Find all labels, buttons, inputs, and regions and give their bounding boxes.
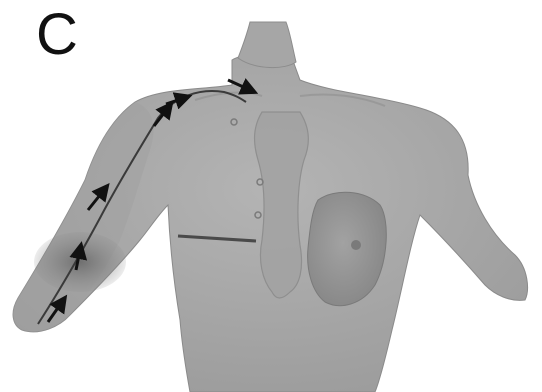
- neck: [238, 22, 296, 68]
- nipple: [351, 240, 361, 250]
- insertion-site-shading: [34, 232, 126, 292]
